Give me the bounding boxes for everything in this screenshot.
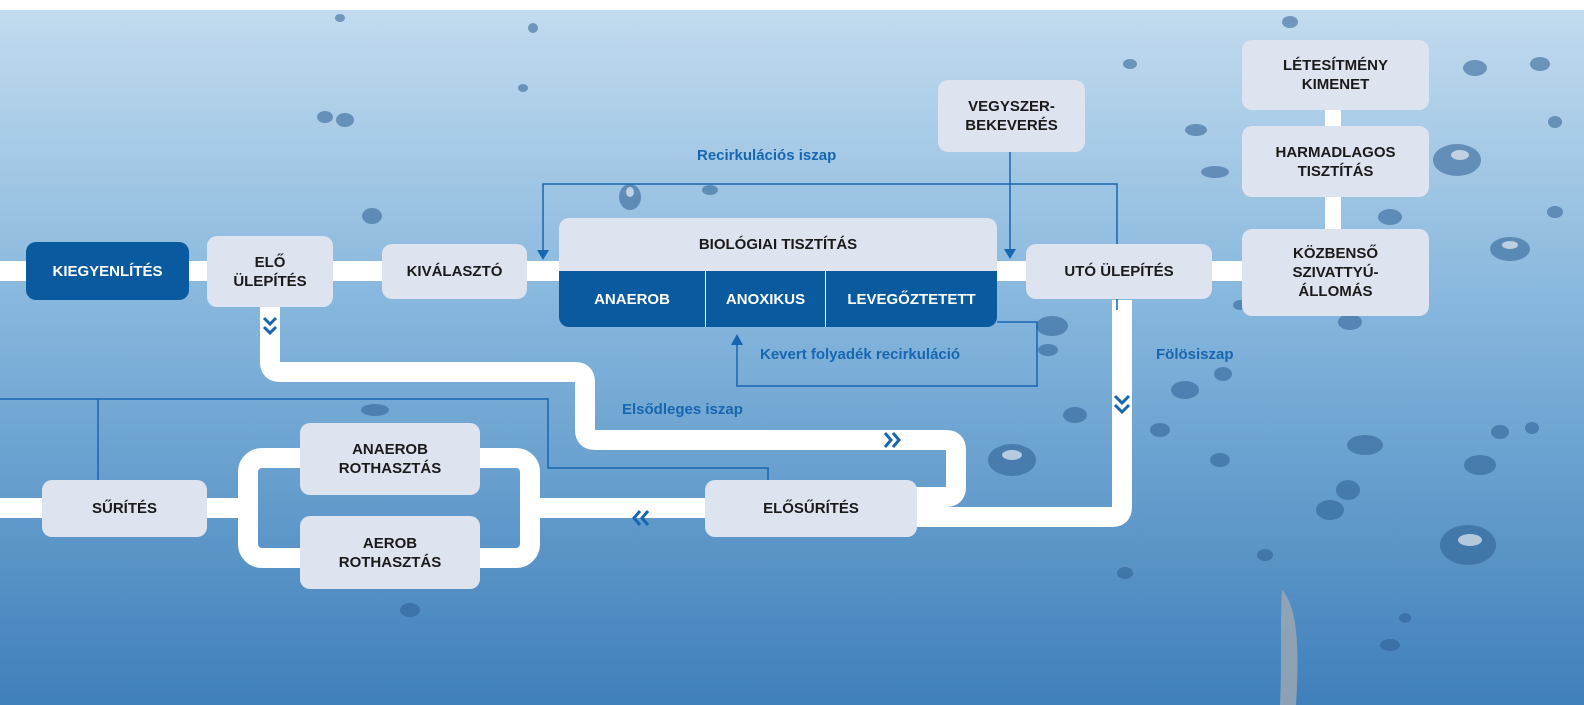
pipe-excess-sludge: [912, 300, 1132, 527]
pipe-digester-right: [520, 498, 710, 518]
recirculation-sludge-label: Recirkulációs iszap: [697, 147, 837, 164]
chevron-down-icon: [262, 316, 278, 336]
primary-settling-box: ELŐ ÜLEPÍTÉS: [207, 236, 333, 307]
aerobic-digestion-box: AEROB ROTHASZTÁS: [300, 516, 480, 589]
pre-thickening-box: ELŐSŰRÍTÉS: [705, 480, 917, 537]
chevron-right-icon: [883, 432, 901, 448]
arrowhead-mixed-liquor: [731, 334, 743, 345]
facility-output-box: LÉTESÍTMÉNY KIMENET: [1242, 40, 1429, 110]
aerated-zone: LEVEGŐZTETETT: [825, 271, 997, 327]
anoxic-zone: ANOXIKUS: [705, 271, 825, 327]
chevron-down-icon-2: [1113, 394, 1131, 415]
secondary-settling-box: UTÓ ÜLEPÍTÉS: [1026, 244, 1212, 299]
arrowhead-recirculation: [537, 250, 549, 260]
pipe-primary-sludge: [260, 300, 966, 507]
anaerob-zone: ANAEROB: [559, 271, 705, 327]
biological-treatment-box: BIOLÓGIAI TISZTÍTÁS ANAEROB ANOXIKUS LEV…: [559, 218, 997, 327]
excess-sludge-label: Fölösiszap: [1156, 346, 1234, 363]
biological-treatment-title: BIOLÓGIAI TISZTÍTÁS: [559, 218, 997, 271]
primary-sludge-label: Elsődleges iszap: [622, 401, 743, 418]
thickening-box: SŰRÍTÉS: [42, 480, 207, 537]
chevron-left-icon: [632, 510, 650, 526]
mixed-liquor-label: Kevert folyadék recirkuláció: [760, 346, 961, 363]
chemical-dosing-box: VEGYSZER- BEKEVERÉS: [938, 80, 1085, 152]
equalization-box: KIEGYENLÍTÉS: [26, 242, 189, 300]
line-mixed-liquor: [736, 321, 1038, 387]
intermediate-pump-station-box: KÖZBENSŐ SZIVATTYÚ- ÁLLOMÁS: [1242, 229, 1429, 316]
arrowhead-chemical: [1004, 249, 1016, 259]
selector-box: KIVÁLASZTÓ: [382, 244, 527, 299]
chevron-up-icon: [1324, 202, 1342, 223]
tertiary-treatment-box: HARMADLAGOS TISZTÍTÁS: [1242, 126, 1429, 197]
anaerobic-digestion-box: ANAEROB ROTHASZTÁS: [300, 423, 480, 495]
line-thickening: [0, 398, 769, 482]
